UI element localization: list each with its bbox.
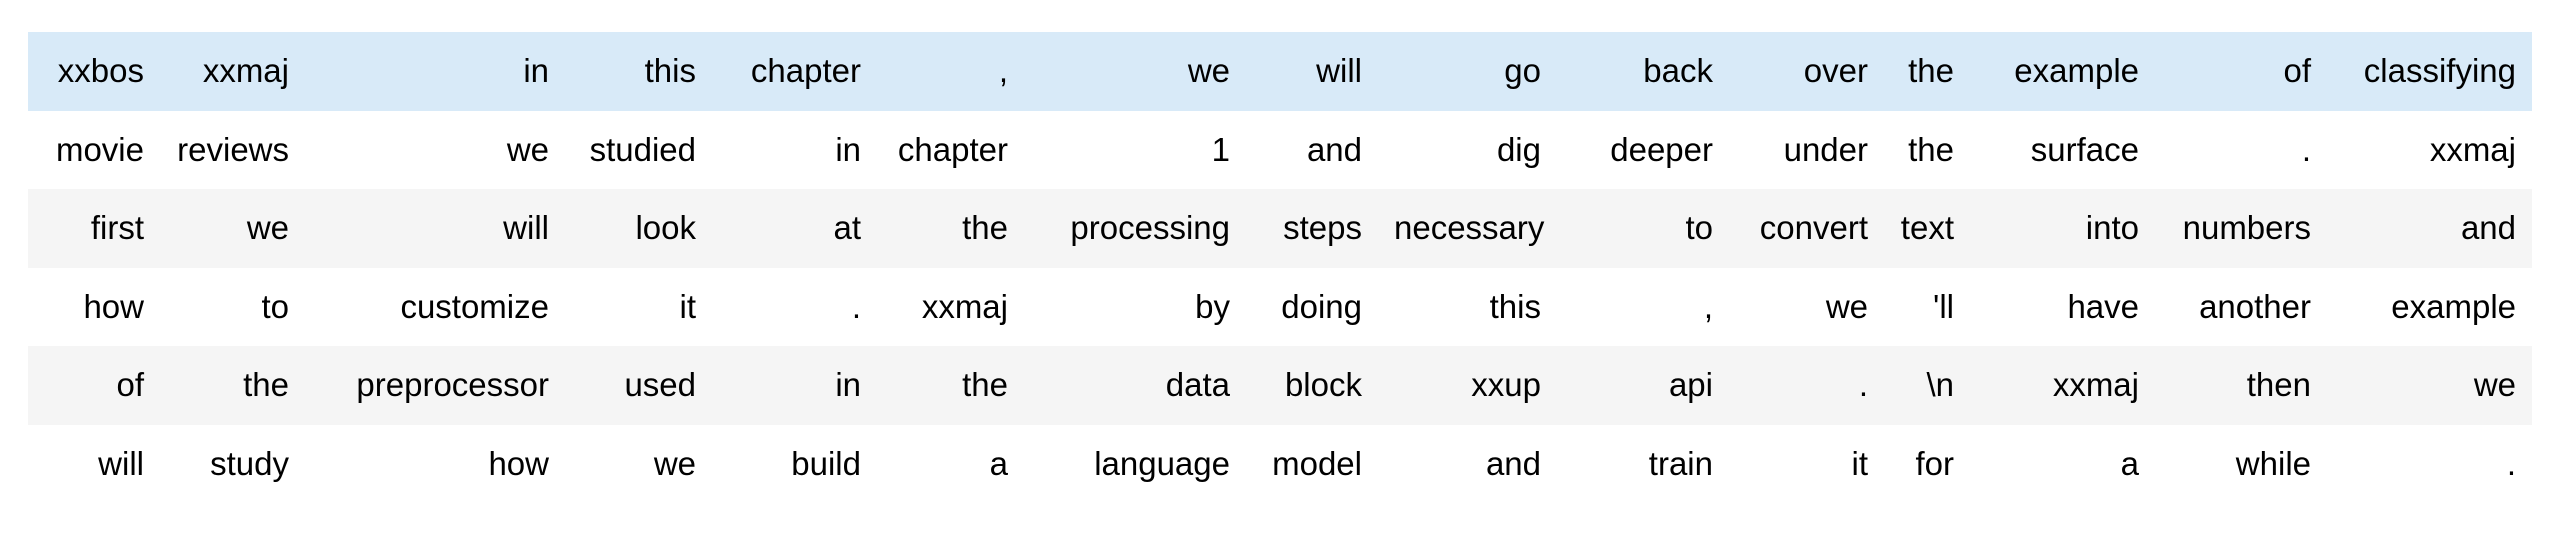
token-cell: \n <box>1926 366 1954 404</box>
token-cell: study <box>210 444 289 482</box>
token-cell: by <box>1195 287 1230 325</box>
token-cell: example <box>2014 52 2139 90</box>
token-cell: xxmaj <box>2052 366 2139 404</box>
token-cell: look <box>635 209 696 247</box>
token-cell: movie <box>55 130 144 168</box>
token-cell: . <box>1858 366 1868 404</box>
token-row: will study how we build a language model and trai… <box>28 425 2532 504</box>
token-table: xxbos xxmaj in this chapter, we will go back over… <box>28 32 2532 503</box>
token-cell: the <box>243 366 289 404</box>
token-cell: data <box>1165 366 1230 404</box>
token-cell: processing <box>1070 209 1230 247</box>
token-cell: to <box>1685 209 1713 247</box>
token-cell: the <box>962 209 1008 247</box>
token-cell: chapter <box>897 130 1008 168</box>
token-cell: 'll <box>1933 287 1954 325</box>
token-cell: language <box>1094 444 1230 482</box>
token-cell: while <box>2235 444 2311 482</box>
token-cell: xxmaj <box>202 52 289 90</box>
token-cell: in <box>523 52 549 90</box>
token-cell: we <box>246 209 289 247</box>
token-cell: how <box>83 287 144 325</box>
token-cell: of <box>116 366 144 404</box>
token-row: of the preprocessor used in the data block xxup a… <box>28 346 2532 425</box>
token-cell: xxmaj <box>2429 130 2516 168</box>
token-cell: api <box>1668 366 1713 404</box>
token-cell: of <box>2283 52 2311 90</box>
token-cell: a <box>989 444 1008 482</box>
token-cell: deeper <box>1610 130 1713 168</box>
token-cell: go <box>1504 52 1541 90</box>
token-cell: . <box>2506 444 2516 482</box>
token-cell: we <box>653 444 696 482</box>
token-cell: dig <box>1496 130 1541 168</box>
token-cell: in <box>835 130 861 168</box>
token-cell: the <box>962 366 1008 404</box>
token-cell: into <box>2085 209 2139 247</box>
token-cell: have <box>2067 287 2139 325</box>
token-cell: doing <box>1281 287 1362 325</box>
token-cell: it <box>679 287 697 325</box>
token-cell: surface <box>2030 130 2139 168</box>
token-cell: first <box>90 209 144 247</box>
token-cell: will <box>98 444 144 482</box>
token-cell: block <box>1284 366 1362 404</box>
token-cell: we <box>506 130 549 168</box>
token-cell: at <box>833 209 861 247</box>
token-cell: and <box>1306 130 1362 168</box>
token-cell: we <box>1825 287 1868 325</box>
token-table-body: xxbos xxmaj in this chapter, we will go back over… <box>28 32 2532 503</box>
token-cell: under <box>1783 130 1868 168</box>
token-cell: how <box>488 444 549 482</box>
token-cell: the <box>1908 130 1954 168</box>
token-cell: to <box>261 287 289 325</box>
token-cell: studied <box>589 130 696 168</box>
token-cell: another <box>2199 287 2311 325</box>
token-cell: train <box>1648 444 1713 482</box>
token-cell: it <box>1851 444 1869 482</box>
token-cell: used <box>624 366 696 404</box>
token-cell: the <box>1908 52 1954 90</box>
token-cell: and <box>1485 444 1541 482</box>
token-cell: this <box>1489 287 1541 325</box>
token-cell: xxup <box>1471 366 1541 404</box>
token-cell: we <box>2473 366 2516 404</box>
token-cell: text <box>1900 209 1954 247</box>
token-cell: a <box>2120 444 2139 482</box>
token-row: how to customize it. xxmaj by doing this, we 'll h… <box>28 268 2532 347</box>
token-cell: , <box>998 52 1008 90</box>
token-cell: numbers <box>2182 209 2311 247</box>
token-cell: reviews <box>177 130 289 168</box>
token-cell: . <box>851 287 861 325</box>
token-cell: build <box>791 444 861 482</box>
token-cell: we <box>1187 52 1230 90</box>
token-cell: classifying <box>2363 52 2516 90</box>
token-cell: chapter <box>750 52 861 90</box>
token-cell: preprocessor <box>356 366 549 404</box>
token-row-highlighted: xxbos xxmaj in this chapter, we will go back over… <box>28 32 2532 111</box>
token-cell: will <box>1316 52 1362 90</box>
token-row: movie reviews we studied in chapter 1 and dig dee… <box>28 111 2532 190</box>
token-cell: convert <box>1759 209 1868 247</box>
token-cell: will <box>503 209 549 247</box>
token-cell: this <box>644 52 696 90</box>
token-cell: xxmaj <box>921 287 1008 325</box>
token-cell: customize <box>400 287 549 325</box>
token-cell: back <box>1643 52 1713 90</box>
token-cell: then <box>2246 366 2311 404</box>
token-cell: , <box>1703 287 1713 325</box>
token-cell: . <box>2301 130 2311 168</box>
token-cell: and <box>2460 209 2516 247</box>
token-cell: xxbos <box>57 52 144 90</box>
token-cell: model <box>1272 444 1362 482</box>
token-cell: 1 <box>1211 130 1230 168</box>
token-row: first we will look at the processing steps neces… <box>28 189 2532 268</box>
token-cell: for <box>1915 444 1954 482</box>
token-cell: example <box>2391 287 2516 325</box>
token-cell: in <box>835 366 861 404</box>
token-cell: necessary <box>1394 209 1545 247</box>
token-cell: steps <box>1283 209 1362 247</box>
token-cell: over <box>1803 52 1868 90</box>
